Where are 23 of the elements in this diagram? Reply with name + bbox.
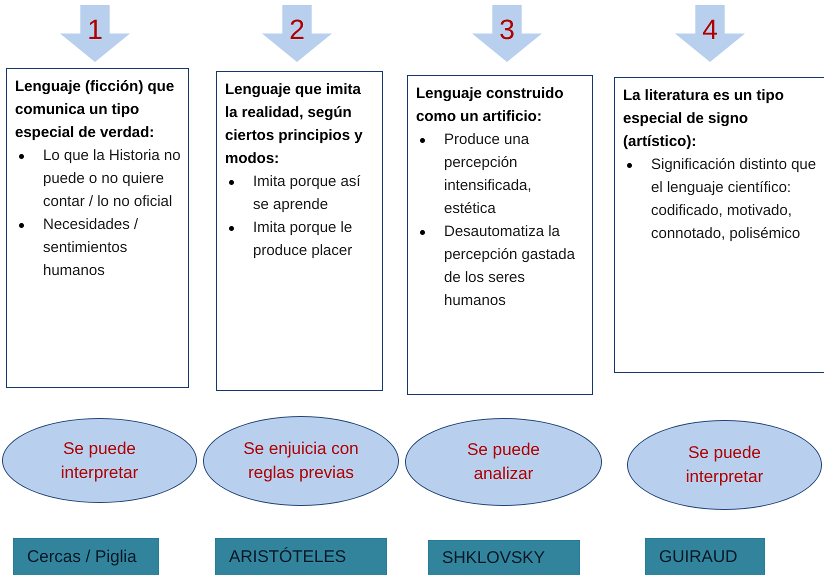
author-bar: GUIRAUD [645, 538, 765, 575]
author-bar: ARISTÓTELES [215, 538, 387, 575]
text-box [216, 71, 383, 391]
bullet-text: Lo que la Historia no puede o no quiere contar / lo no oficial [43, 147, 181, 210]
bullet-text: Imita porque así se aprende [253, 173, 361, 213]
bullet-text: Produce una percepción intensificada, estética [444, 131, 532, 217]
bullet-text: Significación distinto que el lenguaje científico: codificado, motivado, connotado, polisémico [651, 156, 816, 242]
text-box [6, 68, 189, 388]
text-box [407, 75, 593, 395]
box-heading: La literatura es un tipo especial de signo (artístico): [623, 86, 785, 152]
oval-shape: Se puede interpretar [2, 418, 197, 503]
box-heading: Lenguaje (ficción) que comunica un tipo especial de verdad: [15, 77, 176, 143]
bullet-text: Desautomatiza la percepción gastada de los seres humanos [444, 223, 575, 309]
author-bar: Cercas / Piglia [13, 538, 159, 575]
box-heading: Lenguaje construido como un artificio: [416, 84, 565, 127]
bullet-text: Necesidades / sentimientos humanos [43, 216, 138, 279]
box-heading: Lenguaje que imita la realidad, según ciertos principios y modos: [225, 80, 364, 169]
oval-shape: Se enjuicia con reglas previas [203, 416, 399, 506]
oval-shape: Se puede interpretar [627, 420, 822, 510]
author-bar: SHKLOVSKY [428, 540, 580, 575]
text-box [614, 77, 824, 373]
oval-shape: Se puede analizar [405, 418, 602, 506]
bullet-text: Imita porque le produce placer [253, 219, 352, 259]
